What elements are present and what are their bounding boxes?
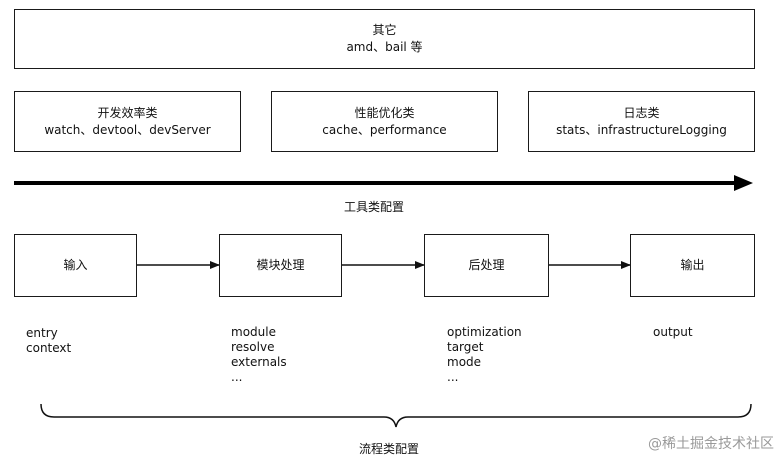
performance-box: 性能优化类 cache、performance [271,91,498,152]
logging-subtitle: stats、infrastructureLogging [556,122,727,137]
watermark: @稀土掘金技术社区 [648,436,774,452]
input-config-item: entry [26,326,58,340]
performance-subtitle: cache、performance [322,122,447,137]
flow-module-title: 模块处理 [256,258,305,272]
module-config-item: resolve [231,340,275,354]
tool-axis-arrow-head [734,175,753,191]
other-config-title: 其它 [372,23,397,37]
logging-title: 日志类 [623,105,660,120]
module-config-list: module resolve externals ... [231,325,287,385]
postprocess-config-item: ... [447,370,459,384]
postprocess-config-list: optimization target mode ... [447,325,522,385]
flow-module-box: 模块处理 [219,234,342,297]
flow-label: 流程类配置 [359,442,420,456]
performance-title: 性能优化类 [354,105,415,120]
module-config-item: externals [231,355,287,369]
other-config-box: 其它 amd、bail 等 [14,9,755,69]
flow-postprocess-title: 后处理 [468,258,505,272]
dev-efficiency-subtitle: watch、devtool、devServer [44,122,211,137]
flow-output-title: 输出 [680,258,705,272]
postprocess-config-item: mode [447,355,482,369]
postprocess-config-item: target [447,340,484,354]
flow-postprocess-box: 后处理 [424,234,549,297]
dev-efficiency-title: 开发效率类 [97,105,158,120]
postprocess-config-item: optimization [447,325,522,339]
flow-input-title: 输入 [63,258,88,272]
output-config-item: output [653,325,693,339]
input-config-item: context [26,341,72,355]
flow-input-box: 输入 [14,234,137,297]
flow-output-box: 输出 [630,234,755,297]
dev-efficiency-box: 开发效率类 watch、devtool、devServer [14,91,241,152]
module-config-item: ... [231,370,243,384]
tool-axis-label: 工具类配置 [344,200,405,214]
output-config-list: output [653,325,693,340]
module-config-item: module [231,325,276,339]
input-config-list: entry context [26,326,71,356]
logging-box: 日志类 stats、infrastructureLogging [528,91,755,152]
flow-brace [40,403,752,428]
other-config-subtitle: amd、bail 等 [346,40,423,54]
